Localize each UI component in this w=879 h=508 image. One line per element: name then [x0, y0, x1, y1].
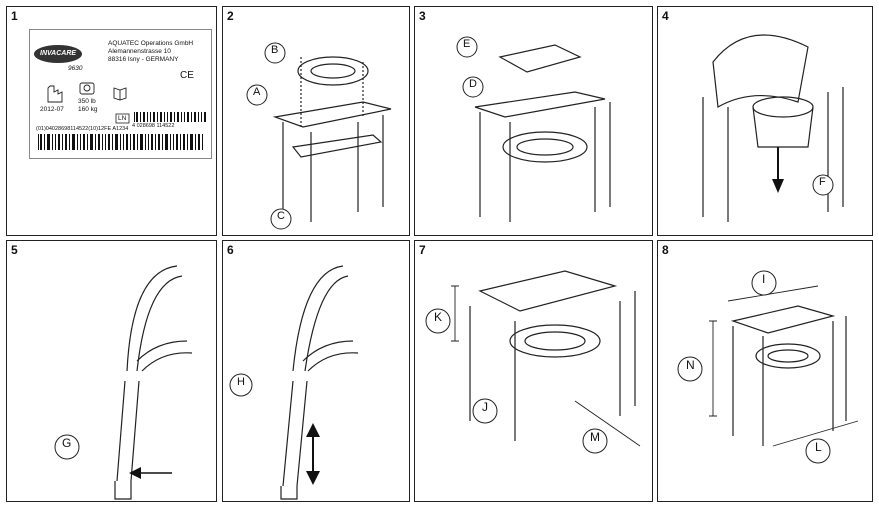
panel-8-overall-dimensions: 8 I N L [657, 240, 873, 502]
company-city: 88316 Isny - GERMANY [108, 56, 179, 63]
callout-c: C [277, 210, 285, 222]
company-street: Alemannenstrasse 10 [108, 48, 171, 55]
barcode-1-text: 4 028698 114522 [132, 123, 175, 129]
invacare-logo-icon [34, 45, 82, 63]
callout-g: G [62, 436, 72, 450]
panel-number: 2 [227, 9, 234, 23]
callout-d: D [469, 78, 477, 90]
commode-drawing [474, 44, 611, 222]
panel-number: 4 [662, 9, 669, 23]
panel-1-product-label: 1 [6, 6, 217, 236]
panel-number: 1 [11, 9, 18, 23]
leg-drawing [114, 265, 193, 500]
commode-drawing [709, 285, 859, 447]
lot-box [115, 113, 130, 124]
callout-a: A [253, 86, 261, 98]
panel-5-leg-pin: 5 G [6, 240, 217, 502]
label-card: INVACARE 9630 AQUATEC Operations GmbH Al… [29, 29, 212, 159]
brand-logo-text: INVACARE [40, 50, 77, 57]
callout-h: H [237, 376, 245, 388]
callout-l: L [815, 440, 822, 454]
leg-drawing [280, 265, 359, 500]
callout-f: F [819, 176, 826, 188]
panel-6-leg-height: 6 H [222, 240, 410, 502]
panel-number: 7 [419, 243, 426, 257]
panel-2-seat-removal: 2 B A C [222, 6, 410, 236]
panel-number: 8 [662, 243, 669, 257]
ce-mark: CE [180, 70, 194, 81]
company-name: AQUATEC Operations GmbH [108, 40, 194, 47]
callout-m: M [590, 430, 600, 444]
barcode-2-text: (01)04028698114522(10)12FE A1234 [36, 126, 129, 132]
label-graphics [34, 45, 206, 150]
manufacture-date: 2012-07 [40, 106, 64, 113]
panel-number: 6 [227, 243, 234, 257]
max-weight-lb: 350 lb [78, 98, 96, 105]
manufacturer-icon [47, 85, 63, 103]
panel-number: 5 [11, 243, 18, 257]
panel-number: 3 [419, 9, 426, 23]
commode-drawing [702, 34, 844, 222]
barcode-2 [38, 134, 203, 150]
callout-e: E [463, 38, 471, 50]
arrow-head-icon [772, 179, 784, 193]
callout-j: J [482, 400, 488, 414]
barcode-1 [134, 112, 206, 122]
weight-scale-icon [79, 82, 95, 95]
panel-3-lid: 3 E D [414, 6, 653, 236]
max-weight-kg: 160 kg [78, 106, 98, 113]
commode-drawing [451, 270, 641, 447]
model-number: 9630 [68, 65, 83, 72]
commode-drawing [272, 56, 392, 222]
callout-b: B [271, 44, 279, 56]
callout-k: K [434, 310, 443, 324]
callout-i: I [762, 272, 766, 286]
callout-n: N [686, 358, 695, 372]
panel-4-bucket: 4 F [657, 6, 873, 236]
manual-book-icon [113, 87, 127, 101]
lot-code: LN [118, 115, 127, 122]
panel-7-dimensions: 7 K J M [414, 240, 653, 502]
